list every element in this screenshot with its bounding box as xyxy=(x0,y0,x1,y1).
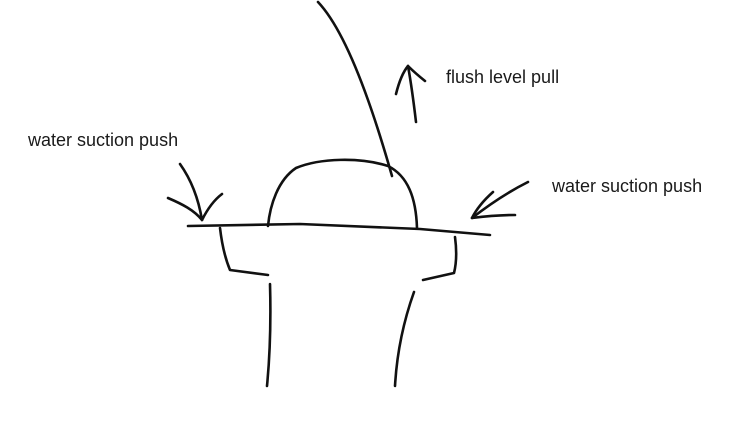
up-arrow-head xyxy=(394,64,427,96)
left-push-arrow xyxy=(166,162,224,222)
right-force-label: water suction push xyxy=(551,176,702,196)
drain-right-flange xyxy=(421,235,458,282)
right-arrow-shaft xyxy=(470,180,530,220)
drain-pipe-right-wall xyxy=(393,290,416,388)
pull-up-arrow xyxy=(394,64,427,124)
flapper-dome xyxy=(266,158,419,230)
valve-seat-line xyxy=(186,222,492,237)
up-arrow-shaft xyxy=(406,64,418,124)
left-force-label: water suction push xyxy=(27,130,178,150)
left-arrow-shaft xyxy=(166,196,204,222)
drain-left-flange xyxy=(218,226,270,277)
left-arrow-head xyxy=(178,162,224,222)
top-force-label: flush level pull xyxy=(446,67,559,87)
right-arrow-head xyxy=(470,190,517,220)
drain-pipe-left-wall xyxy=(265,282,272,388)
right-push-arrow xyxy=(470,180,530,220)
flush-chain-line xyxy=(316,0,394,178)
